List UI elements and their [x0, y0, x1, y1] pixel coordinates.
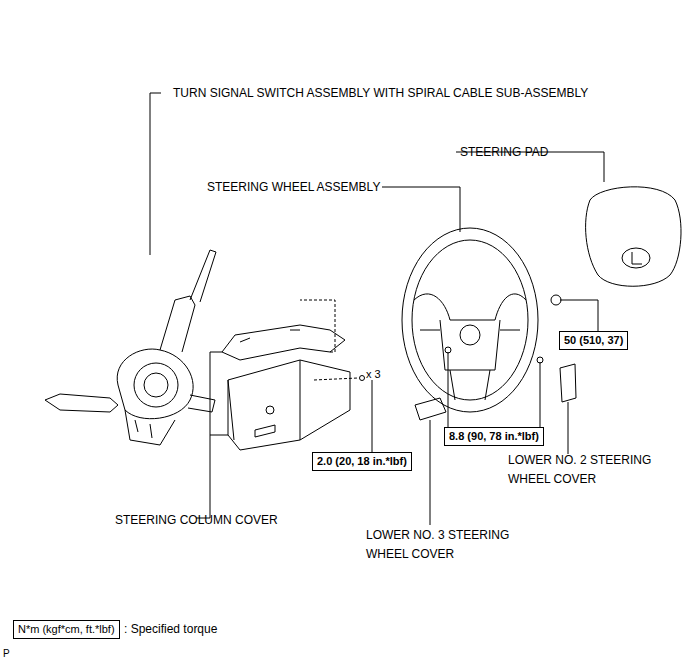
torque-value: N*m (kgf*cm, ft.*lbf): [18, 623, 115, 635]
page-mark: P: [3, 646, 10, 660]
leader-line: [568, 402, 569, 454]
turn-signal-switch: [45, 250, 216, 445]
torque-box: 8.8 (90, 78 in.*lbf): [444, 427, 544, 446]
part-label: STEERING PAD: [460, 144, 548, 160]
legend-box: N*m (kgf*cm, ft.*lbf): [13, 620, 120, 639]
torque-box: 2.0 (20, 18 in.*lbf): [312, 452, 412, 471]
leader-line: [430, 420, 431, 525]
leader-line: [448, 352, 449, 427]
part-label: STEERING WHEEL ASSEMBLY: [207, 179, 380, 195]
leader-line: [540, 362, 541, 427]
leader-line: [210, 435, 228, 436]
part-label: LOWER NO. 3 STEERING WHEEL COVER: [366, 526, 531, 564]
part-label: : Specified torque: [124, 621, 217, 637]
lower-no2-cover: [560, 364, 576, 402]
part-label: LOWER NO. 2 STEERING WHEEL COVER: [508, 451, 658, 489]
leader-line: [382, 187, 460, 232]
part-label: STEERING COLUMN COVER: [115, 512, 278, 528]
lower-no3-cover: [415, 398, 446, 420]
leader-line: [150, 93, 161, 255]
torque-value: 8.8 (90, 78 in.*lbf): [449, 430, 539, 442]
torque-value: 2.0 (20, 18 in.*lbf): [317, 455, 407, 467]
steering-wheel: [402, 228, 543, 412]
leader-line: [372, 380, 373, 452]
torque-box: 50 (510, 37): [559, 331, 628, 350]
dashed-line: [314, 378, 358, 380]
part-label: TURN SIGNAL SWITCH ASSEMBLY WITH SPIRAL …: [173, 85, 588, 101]
quantity-note: x 3: [366, 366, 381, 382]
steering-pad: [551, 187, 681, 305]
torque-value: 50 (510, 37): [564, 334, 623, 346]
steering-column-cover: [222, 325, 365, 450]
leader-line: [560, 300, 598, 331]
